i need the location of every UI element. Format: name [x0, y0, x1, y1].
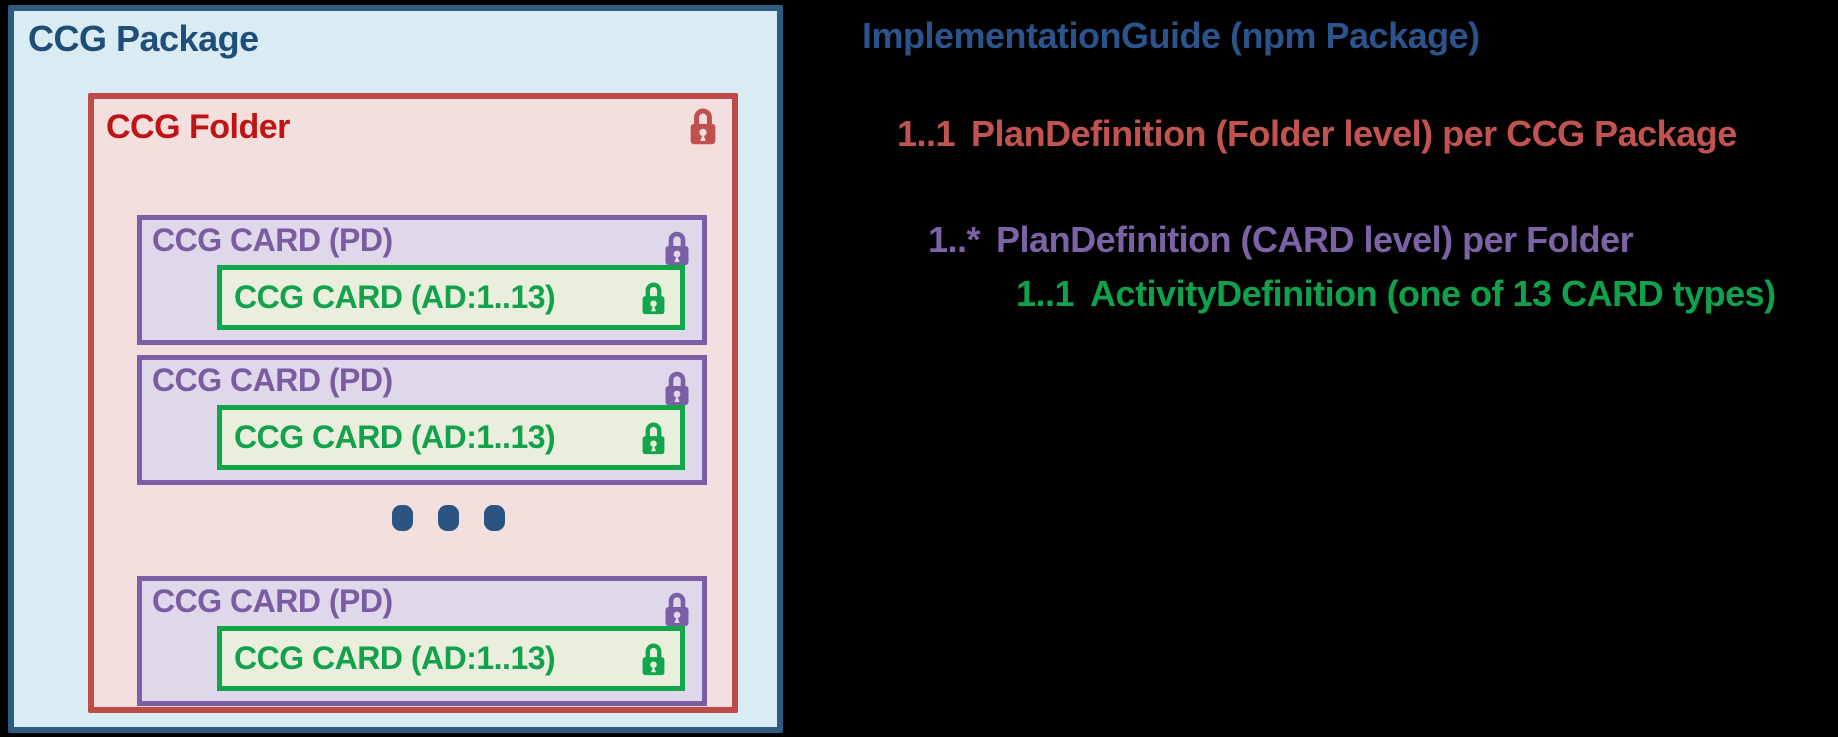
ellipsis-dot: [438, 505, 459, 531]
ccg-card-pd-box: CCG CARD (PD) CCG CARD (AD:1..13): [137, 355, 707, 485]
legend-implementation-guide: ImplementationGuide (npm Package): [862, 14, 1480, 58]
legend-plandefinition-folder: 1..1 PlanDefinition (Folder level) per CC…: [897, 112, 1737, 156]
lock-icon: [642, 282, 665, 314]
ccg-card-ad-label: CCG CARD (AD:1..13): [234, 640, 556, 676]
legend-text: ActivityDefinition (one of 13 CARD types…: [1090, 273, 1776, 314]
legend-plandefinition-card: 1..* PlanDefinition (CARD level) per Fold…: [928, 218, 1634, 262]
ccg-card-ad-box: CCG CARD (AD:1..13): [217, 265, 685, 330]
lock-icon: [665, 371, 689, 405]
ccg-card-ad-box: CCG CARD (AD:1..13): [217, 405, 685, 470]
ccg-folder-title: CCG Folder: [106, 108, 290, 146]
lock-icon: [665, 231, 689, 265]
ccg-card-pd-label: CCG CARD (PD): [152, 362, 393, 398]
ellipsis-dot: [484, 505, 505, 531]
legend-cardinality: 1..*: [928, 219, 981, 260]
ccg-card-pd-label: CCG CARD (PD): [152, 583, 393, 619]
ccg-package-box: CCG Package CCG Folder CCG CARD (PD) CCG…: [8, 5, 783, 733]
legend-text: PlanDefinition (Folder level) per CCG Pa…: [971, 113, 1737, 154]
lock-icon: [690, 108, 716, 145]
legend-cardinality: 1..1: [1016, 273, 1075, 314]
ccg-card-pd-box: CCG CARD (PD) CCG CARD (AD:1..13): [137, 576, 707, 706]
legend-text: PlanDefinition (CARD level) per Folder: [996, 219, 1634, 260]
lock-icon: [642, 422, 665, 454]
ccg-card-ad-label: CCG CARD (AD:1..13): [234, 279, 556, 315]
lock-icon: [665, 592, 689, 626]
ellipsis-dot: [392, 505, 413, 531]
legend-text: ImplementationGuide (npm Package): [862, 15, 1480, 56]
legend-activitydefinition: 1..1 ActivityDefinition (one of 13 CARD t…: [1016, 272, 1776, 316]
ccg-card-pd-box: CCG CARD (PD) CCG CARD (AD:1..13): [137, 215, 707, 345]
ccg-card-ad-label: CCG CARD (AD:1..13): [234, 419, 556, 455]
ccg-folder-box: CCG Folder CCG CARD (PD) CCG CARD (AD:1.…: [88, 93, 738, 713]
legend-cardinality: 1..1: [897, 113, 956, 154]
lock-icon: [642, 643, 665, 675]
ccg-card-ad-box: CCG CARD (AD:1..13): [217, 626, 685, 691]
ccg-card-pd-label: CCG CARD (PD): [152, 222, 393, 258]
ccg-package-title: CCG Package: [28, 18, 259, 59]
more-cards-ellipsis: [392, 505, 606, 531]
